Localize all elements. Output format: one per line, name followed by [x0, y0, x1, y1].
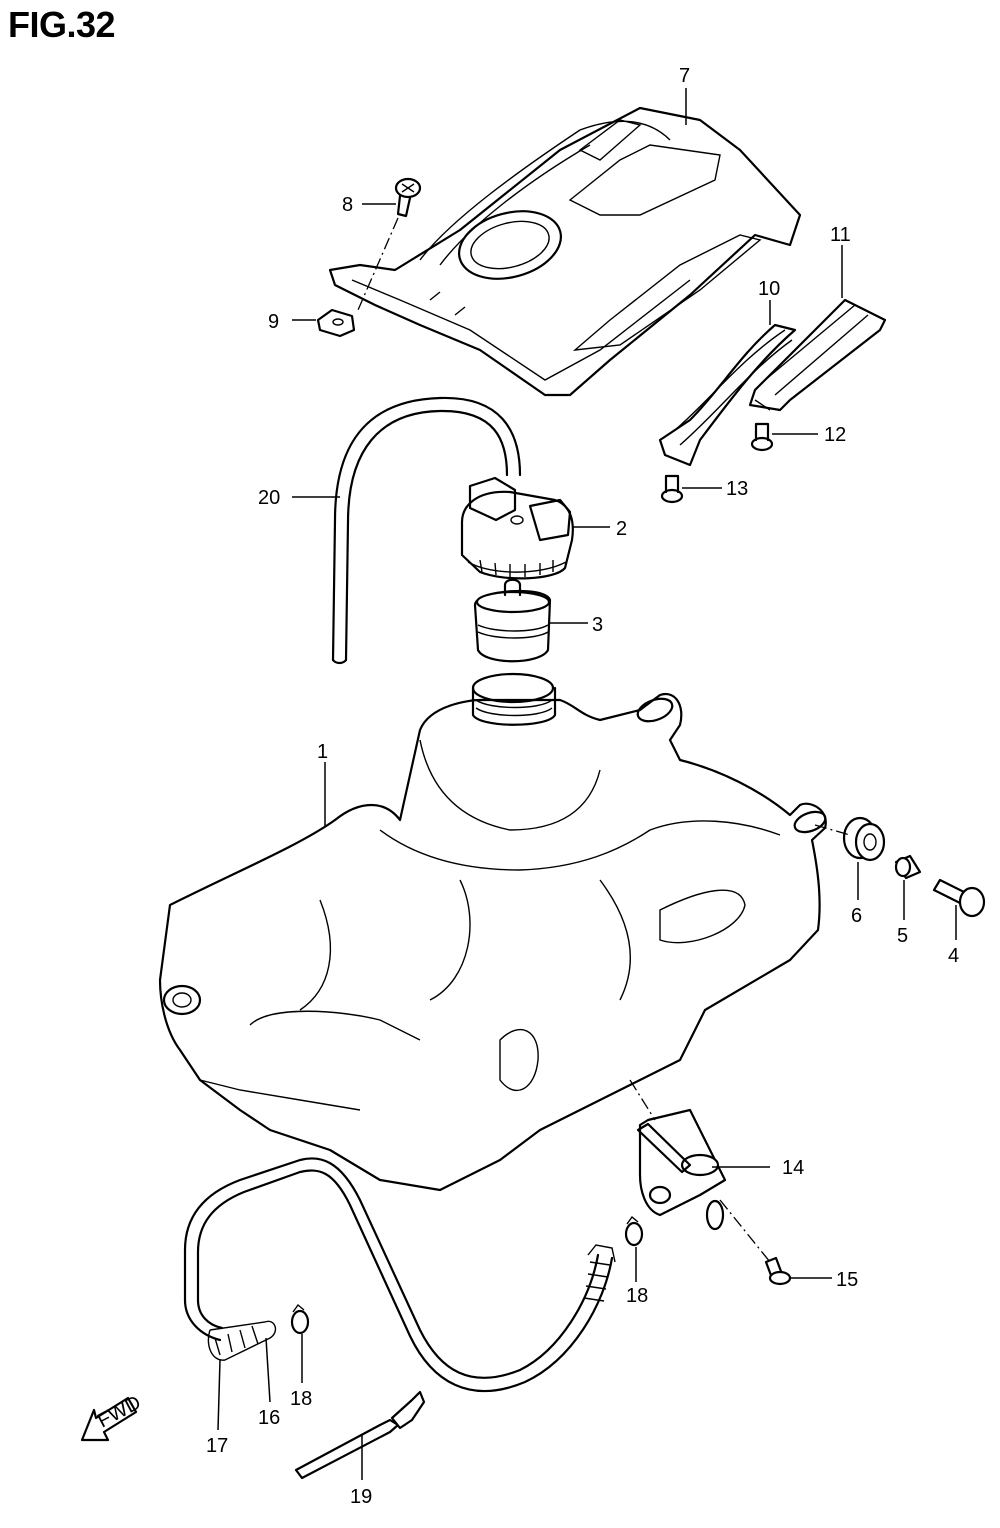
- leader-lines: [217, 88, 957, 1480]
- fuel-cock-part-14: [636, 1108, 727, 1231]
- figure-title: FIG.32: [8, 4, 116, 45]
- callout-5: 5: [897, 925, 908, 947]
- callout-7: 7: [679, 65, 690, 87]
- screw-part-15: [764, 1256, 792, 1286]
- callout-17: 17: [206, 1435, 228, 1457]
- clip-nut-part-9: [316, 308, 356, 338]
- callout-18a: 18: [290, 1388, 312, 1410]
- callout-10: 10: [758, 278, 780, 300]
- hose-part-19: [294, 1390, 426, 1480]
- clip-part-18b: [624, 1215, 644, 1247]
- callout-20: 20: [258, 487, 280, 509]
- callout-9: 9: [268, 311, 279, 333]
- fuel-cap-part-2: [460, 476, 574, 580]
- callout-14: 14: [782, 1157, 804, 1179]
- collar-part-5: [894, 854, 922, 880]
- callout-8: 8: [342, 194, 353, 216]
- bolt-part-12: [750, 422, 774, 452]
- bolt-part-4: [932, 878, 986, 918]
- callout-1: 1: [317, 741, 328, 763]
- callout-11: 11: [830, 224, 851, 246]
- callout-3: 3: [592, 614, 603, 636]
- strap-part-10: [658, 323, 797, 467]
- callout-4: 4: [948, 945, 959, 967]
- callout-16: 16: [258, 1407, 280, 1429]
- callout-13: 13: [726, 478, 748, 500]
- fwd-label: FWD: [94, 1392, 145, 1433]
- cap-gasket-part-3: [473, 578, 552, 663]
- forward-direction-arrow: FWD: [80, 1392, 145, 1442]
- breather-hose-part-20: [331, 396, 522, 665]
- callout-18b: 18: [626, 1285, 648, 1307]
- screw-part-8: [394, 177, 422, 218]
- clip-part-18a: [290, 1303, 310, 1335]
- fuel-hose-part-16: [183, 1157, 616, 1392]
- bracket-part-11: [748, 298, 887, 412]
- tank-cover-part: [328, 106, 802, 397]
- callout-12: 12: [824, 424, 846, 446]
- fuel-tank-part-1: [158, 672, 827, 1192]
- callout-19: 19: [350, 1486, 372, 1508]
- grommet-part-6: [842, 816, 886, 862]
- callout-6: 6: [851, 905, 862, 927]
- callout-2: 2: [616, 518, 627, 540]
- callout-15: 15: [836, 1269, 858, 1291]
- bolt-part-13: [660, 474, 684, 504]
- callout-labels: 1 2 3 4 5 6 7 8 9 10 11 12 13 14 15 16 1…: [206, 65, 959, 1508]
